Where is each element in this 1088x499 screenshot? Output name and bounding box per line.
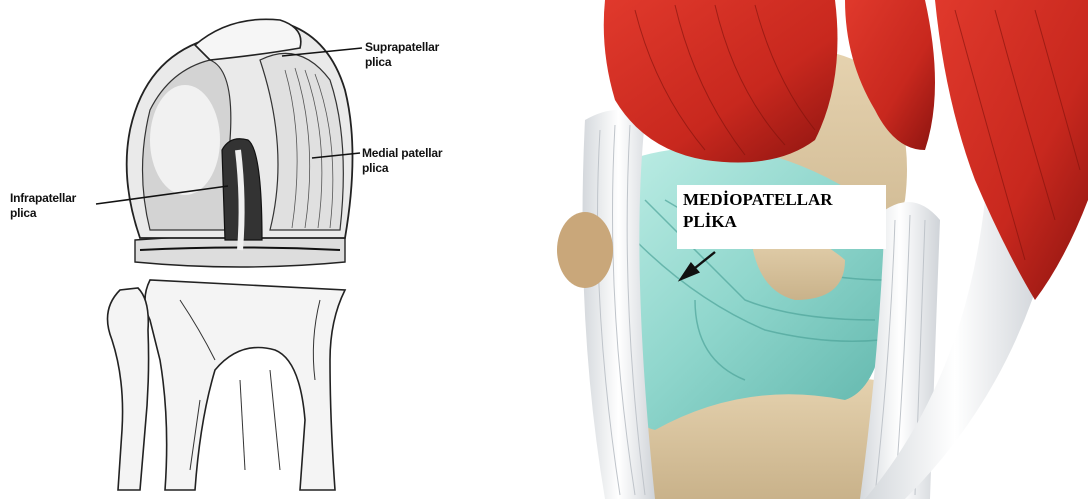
infrapatellar-plica-label: Infrapatellar plica <box>10 191 110 221</box>
knee-anatomy-render <box>545 0 1088 499</box>
medial-patellar-plica-label: Medial patellar plica <box>362 146 472 176</box>
knee-3d-render: MEDİOPATELLAR PLİKA <box>545 0 1088 499</box>
mediopatellar-plica-callout: MEDİOPATELLAR PLİKA <box>677 185 886 249</box>
knee-line-drawing: Suprapatellar plica Medial patellar plic… <box>0 0 545 499</box>
knee-illustration <box>0 0 545 499</box>
mediopatellar-plica-label: MEDİOPATELLAR PLİKA <box>683 189 883 233</box>
suprapatellar-plica-label: Suprapatellar plica <box>365 40 465 70</box>
